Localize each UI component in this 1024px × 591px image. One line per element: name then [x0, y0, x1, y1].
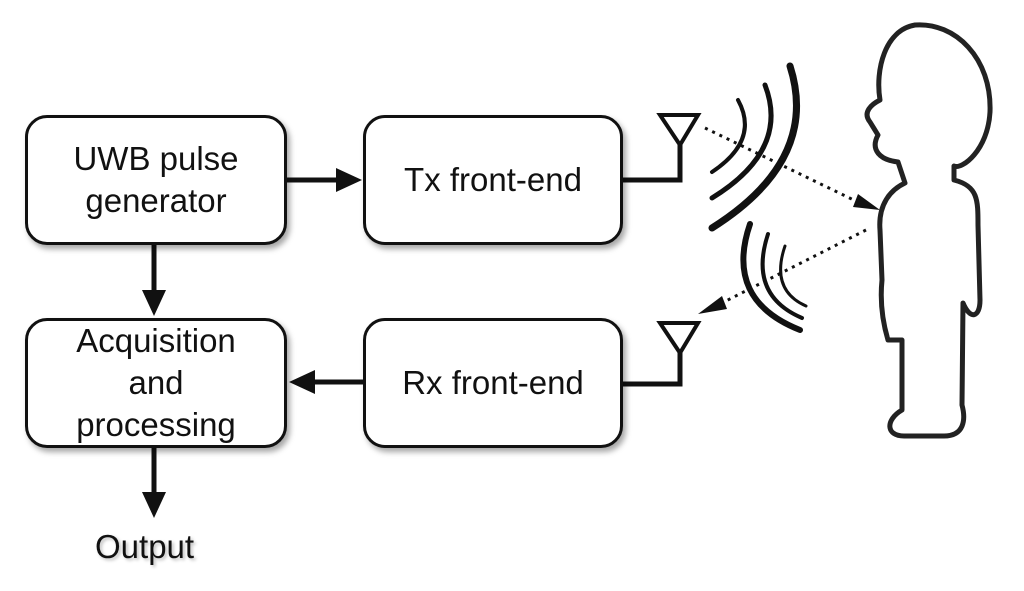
uwb-pulse-generator-block: UWB pulse generator [25, 115, 287, 245]
transmitted-signal-path [704, 126, 880, 210]
rx-antenna-icon [623, 321, 702, 387]
arrow-rx-to-acquisition [289, 370, 363, 394]
output-label: Output [95, 528, 195, 565]
rx-front-end-label: Rx front-end [402, 364, 584, 401]
outgoing-wave-icon [708, 62, 800, 232]
acquisition-label-line-1: Acquisition [76, 322, 236, 359]
uwb-pulse-generator-label-line-2: generator [85, 182, 227, 219]
arrow-to-output [142, 448, 166, 518]
incoming-wave-icon [740, 221, 808, 333]
person-silhouette-icon [864, 22, 993, 439]
tx-antenna-icon [623, 113, 702, 183]
tx-front-end-label: Tx front-end [404, 161, 582, 198]
acquisition-label-line-3: processing [76, 406, 236, 443]
uwb-pulse-generator-label-line-1: UWB pulse [73, 140, 239, 177]
acquisition-label-line-2: and [128, 364, 184, 401]
arrow-uwb-to-tx [287, 168, 362, 192]
rx-front-end-block: Rx front-end [363, 318, 623, 448]
acquisition-processing-block: Acquisition and processing [25, 318, 287, 448]
tx-front-end-block: Tx front-end [363, 115, 623, 245]
reflected-signal-path [698, 228, 867, 314]
arrow-uwb-to-acquisition [142, 245, 166, 316]
